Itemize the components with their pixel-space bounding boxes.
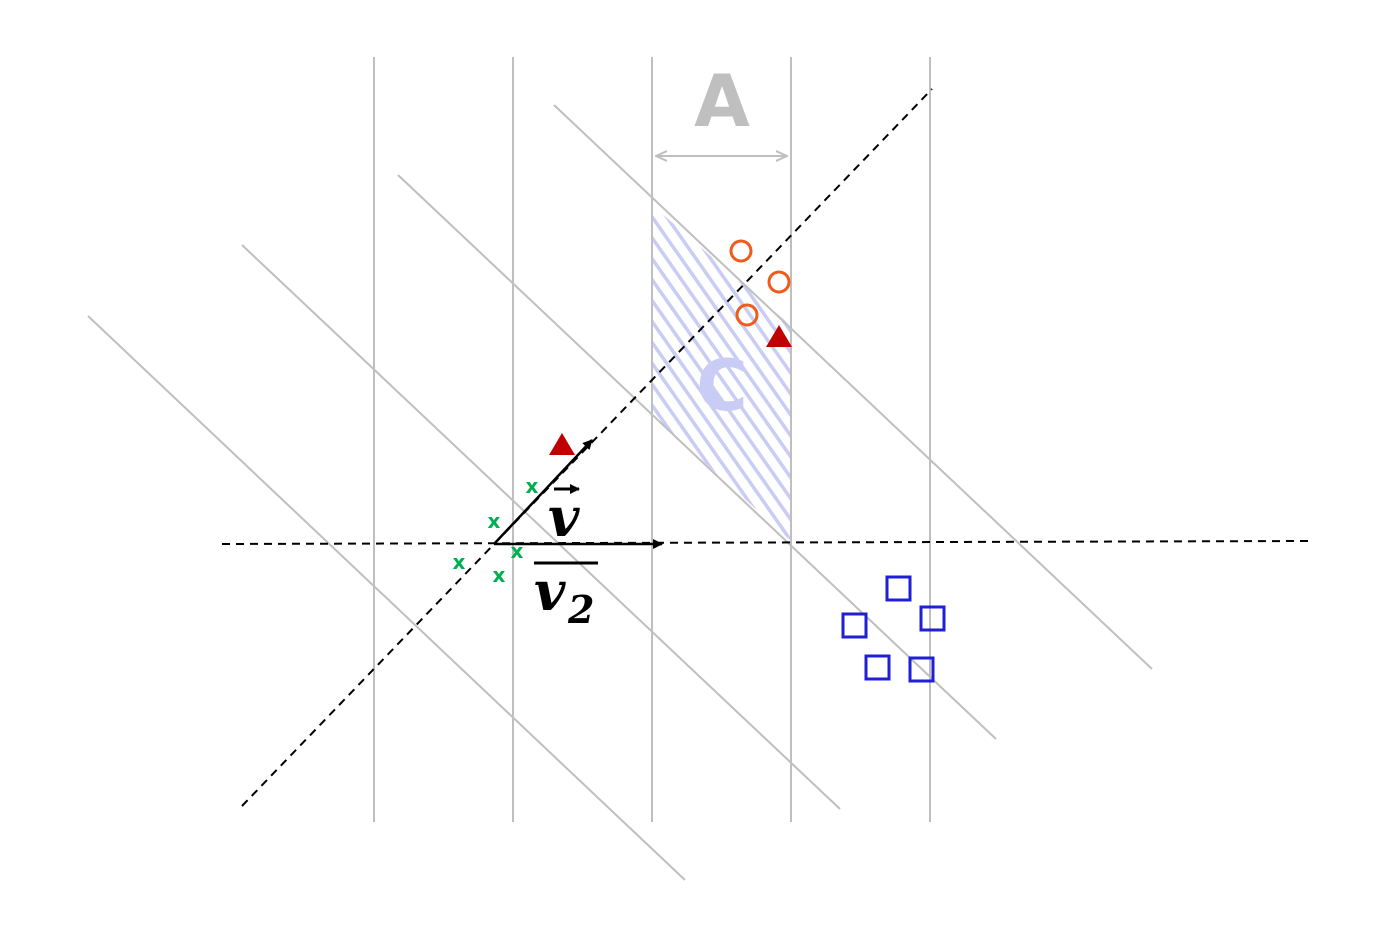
square-markers <box>841 575 946 683</box>
cross-marker: x <box>453 550 466 574</box>
square-marker <box>919 605 946 632</box>
cross-marker: x <box>511 539 524 563</box>
region-c-hatch <box>652 205 790 540</box>
cross-marker: x <box>526 474 539 498</box>
square-marker <box>885 575 912 602</box>
diagonal-line <box>553 104 1153 670</box>
triangle-markers <box>549 325 792 455</box>
diagonal-line <box>87 315 686 881</box>
cross-markers: x x x x x <box>453 474 539 587</box>
triangle-marker <box>549 433 575 455</box>
vector-v2-subscript: 2 <box>567 587 594 632</box>
vector-v2-label: v 2 <box>534 559 598 632</box>
cross-marker: x <box>493 563 506 587</box>
diagonal-grid-lines <box>87 104 1153 881</box>
cross-marker: x <box>488 509 501 533</box>
diagonal-dashed-axis <box>241 88 933 807</box>
vector-v-text: v <box>548 485 580 549</box>
region-a-label: A <box>694 59 750 143</box>
triangle-marker <box>766 325 792 347</box>
horizontal-dashed-axis <box>221 540 1309 545</box>
vertical-grid-lines <box>373 57 931 822</box>
circle-markers <box>729 239 791 327</box>
circle-marker <box>735 303 759 327</box>
vector-v2-text: v <box>534 559 566 623</box>
square-marker <box>864 654 891 681</box>
circle-marker <box>767 270 791 294</box>
vector-v-arrow <box>493 439 593 545</box>
vector-v-label: v <box>548 484 580 549</box>
diagonal-line <box>241 244 841 810</box>
square-marker <box>841 612 868 639</box>
diagonal-line <box>397 174 997 740</box>
square-marker <box>908 656 935 683</box>
region-c-label: C <box>696 345 747 427</box>
circle-marker <box>729 239 753 263</box>
